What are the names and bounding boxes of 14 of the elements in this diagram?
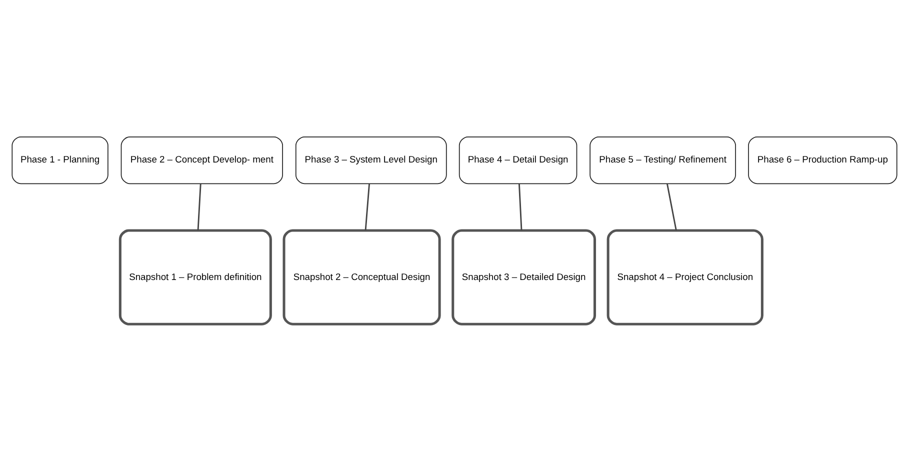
node-box: Snapshot 2 – Conceptual Design	[282, 229, 441, 326]
node-box: Snapshot 1 – Problem definition	[118, 229, 272, 326]
connector	[364, 184, 370, 230]
node-box: Snapshot 3 – Detailed Design	[452, 229, 596, 326]
node-box: Phase 5 – Testing/ Refinement	[590, 136, 736, 184]
node-box: Phase 4 – Detail Design	[458, 136, 578, 184]
node-box: Phase 2 – Concept Develop- ment	[120, 136, 283, 184]
node-box: Phase 1 - Planning	[12, 136, 108, 184]
connector	[518, 184, 522, 230]
node-box: Snapshot 4 – Project Conclusion	[606, 229, 764, 326]
connector	[666, 184, 677, 231]
connector	[197, 184, 202, 230]
node-box: Phase 6 – Production Ramp-up	[748, 136, 898, 184]
node-box: Phase 3 – System Level Design	[295, 136, 447, 184]
